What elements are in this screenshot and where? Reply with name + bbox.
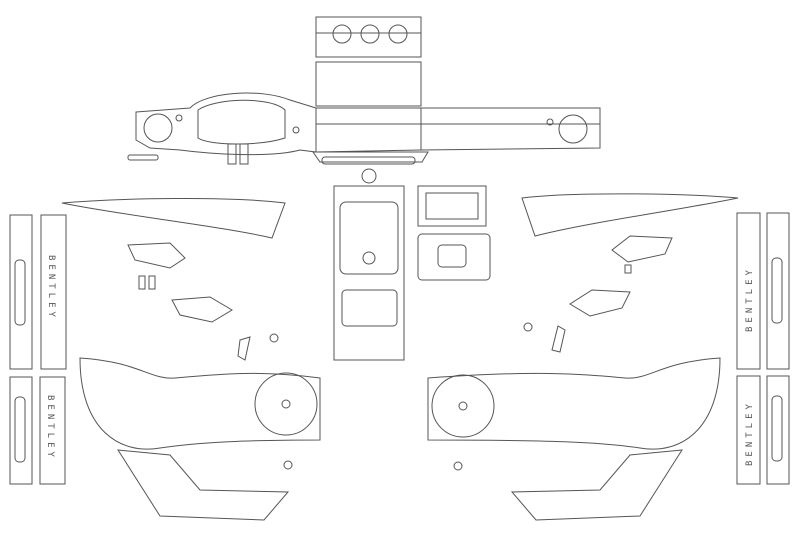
sill-logo-bentley: BENTLEY	[46, 255, 56, 321]
sill-logo-bentley: BENTLEY	[745, 400, 755, 466]
left-sill-plates: BENTLEY BENTLEY	[9, 214, 67, 485]
dashboard-trim	[127, 92, 601, 184]
sill-logo-bentley: BENTLEY	[45, 395, 55, 461]
upper-door-trims	[61, 193, 739, 361]
center-console	[333, 185, 491, 361]
sill-logo-bentley: BENTLEY	[745, 266, 755, 332]
lower-door-panels	[79, 357, 721, 521]
right-sill-plates: BENTLEY BENTLEY	[736, 212, 790, 485]
climate-panel	[315, 16, 422, 107]
